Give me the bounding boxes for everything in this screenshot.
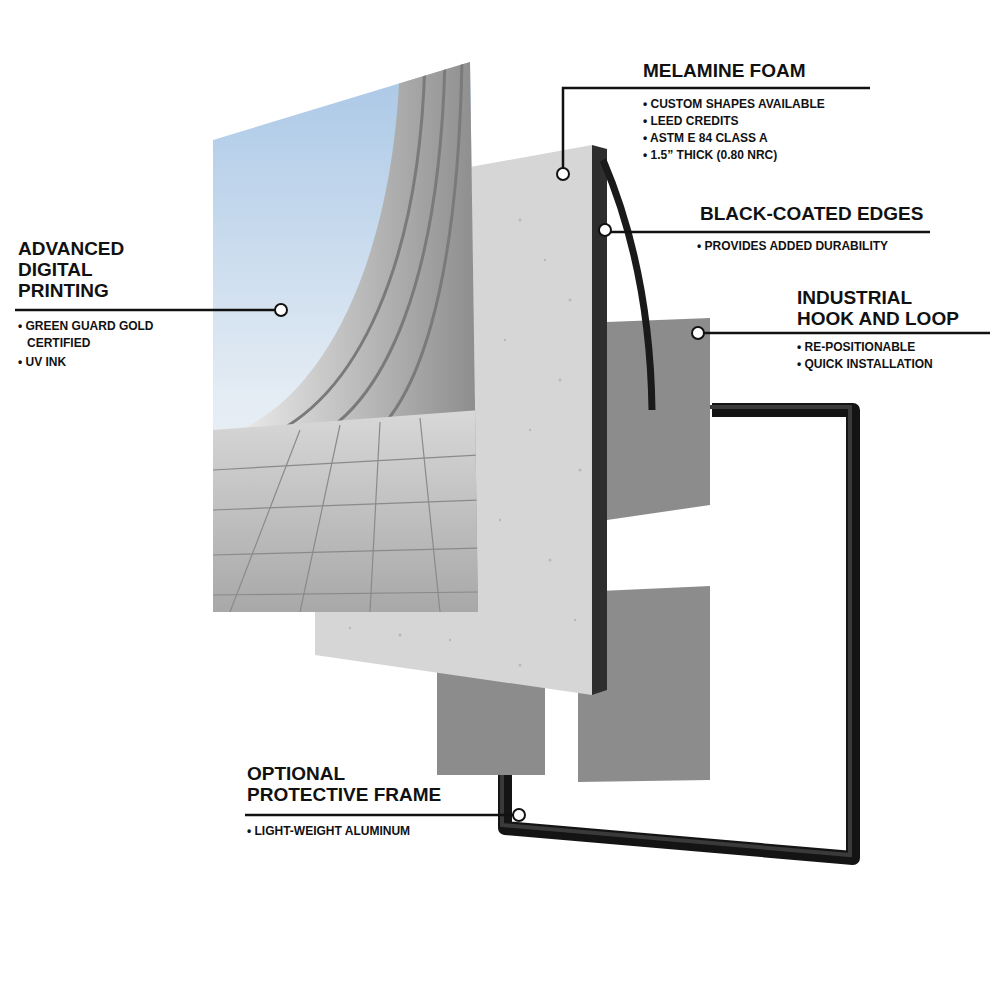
part-heading: MELAMINE FOAM (643, 60, 943, 81)
feature-bullet: • ASTM E 84 CLASS A (643, 130, 952, 147)
part-heading: OPTIONAL PROTECTIVE FRAME (247, 763, 457, 805)
part-heading: INDUSTRIAL HOOK AND LOOP (797, 287, 971, 329)
leader-dots (275, 168, 704, 821)
black-edge-strip (603, 160, 652, 410)
printed-image (213, 60, 483, 620)
feature-bullet: • RE-POSITIONABLE (797, 339, 996, 356)
feature-bullet: • PROVIDES ADDED DURABILITY (697, 238, 996, 255)
feature-bullet: • 1.5” THICK (0.80 NRC) (643, 147, 952, 164)
feature-bullet: • CUSTOM SHAPES AVAILABLE (643, 96, 952, 113)
feature-bullet: • LEED CREDITS (643, 113, 952, 130)
leader-lines (15, 88, 990, 815)
part-heading: ADVANCED DIGITAL PRINTING (18, 238, 140, 301)
feature-bullet: • GREEN GUARD GOLD CERTIFIED (18, 318, 167, 352)
feature-bullet: • LIGHT-WEIGHT ALUMINUM (247, 823, 516, 840)
feature-bullet: • QUICK INSTALLATION (797, 356, 996, 373)
feature-bullet: • UV INK (18, 354, 167, 371)
part-heading: BLACK-COATED EDGES (700, 203, 990, 224)
